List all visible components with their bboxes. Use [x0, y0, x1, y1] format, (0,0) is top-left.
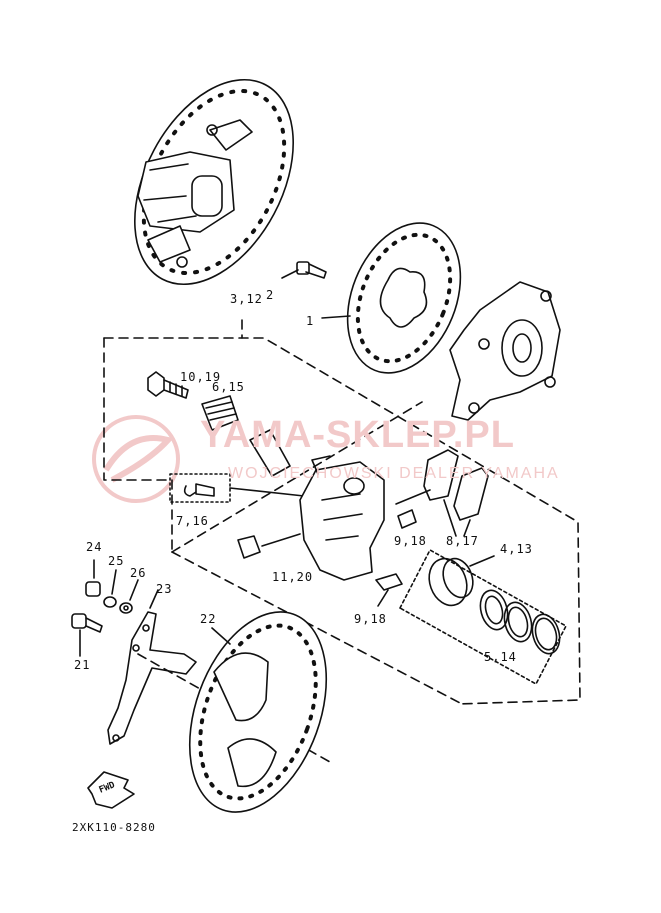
- diagram-code: 2XK110-8280: [72, 821, 156, 834]
- disc-guard-22: [188, 611, 328, 813]
- caliper-assembly-box: [103, 319, 581, 705]
- nut-24: [85, 559, 101, 597]
- pad-spring-9-18-a: [395, 489, 431, 529]
- callout-9-18-b: 9,18: [354, 612, 387, 626]
- callout-5-14: 5,14: [484, 650, 517, 664]
- callout-3-12: 3,12: [230, 292, 263, 306]
- callout-22: 22: [200, 612, 217, 626]
- watermark-subtitle: WOJCIECHOWSKI DEALER YAMAHA: [228, 465, 560, 482]
- callout-21: 21: [74, 658, 91, 672]
- callout-25: 25: [108, 554, 125, 568]
- callout-23: 23: [156, 582, 173, 596]
- caliper-body: [299, 455, 385, 581]
- piston-4-13: [428, 555, 495, 607]
- seal-kit-5-14: [399, 549, 567, 685]
- callout-24: 24: [86, 540, 103, 554]
- assembled-brake-view: [134, 78, 294, 286]
- callout-11-20: 11,20: [272, 570, 314, 584]
- forward-arrow-icon: [87, 771, 135, 809]
- callout-6-15: 6,15: [212, 380, 245, 394]
- callout-1: 1: [306, 314, 315, 328]
- washer-25: [103, 569, 117, 608]
- bolt-21: [71, 613, 103, 657]
- caliper-bolt-10-19: [147, 371, 189, 399]
- bleed-screw-7-16: [169, 473, 305, 503]
- callout-8-17: 8,17: [446, 534, 479, 548]
- callout-9-18-a: 9,18: [394, 534, 427, 548]
- slide-pin-6-15: [201, 395, 239, 431]
- pad-clip-11-20: [237, 533, 301, 559]
- callout-2: 2: [266, 288, 275, 302]
- watermark-title: YAMA-SKLEP.PL: [200, 414, 515, 456]
- callout-4-13: 4,13: [500, 542, 533, 556]
- pad-spring-9-18-b: [375, 573, 403, 607]
- wheel-hub: [449, 281, 561, 421]
- callout-7-16: 7,16: [176, 514, 209, 528]
- brake-disc-1: [321, 222, 462, 374]
- watermark-logo: [92, 415, 180, 503]
- washer-26: [119, 579, 139, 614]
- brake-pads-8-17: [423, 449, 489, 537]
- sleeve: [249, 429, 291, 477]
- callout-10-19: 10,19: [180, 370, 222, 384]
- callout-26: 26: [130, 566, 147, 580]
- bolt-2: [281, 261, 327, 279]
